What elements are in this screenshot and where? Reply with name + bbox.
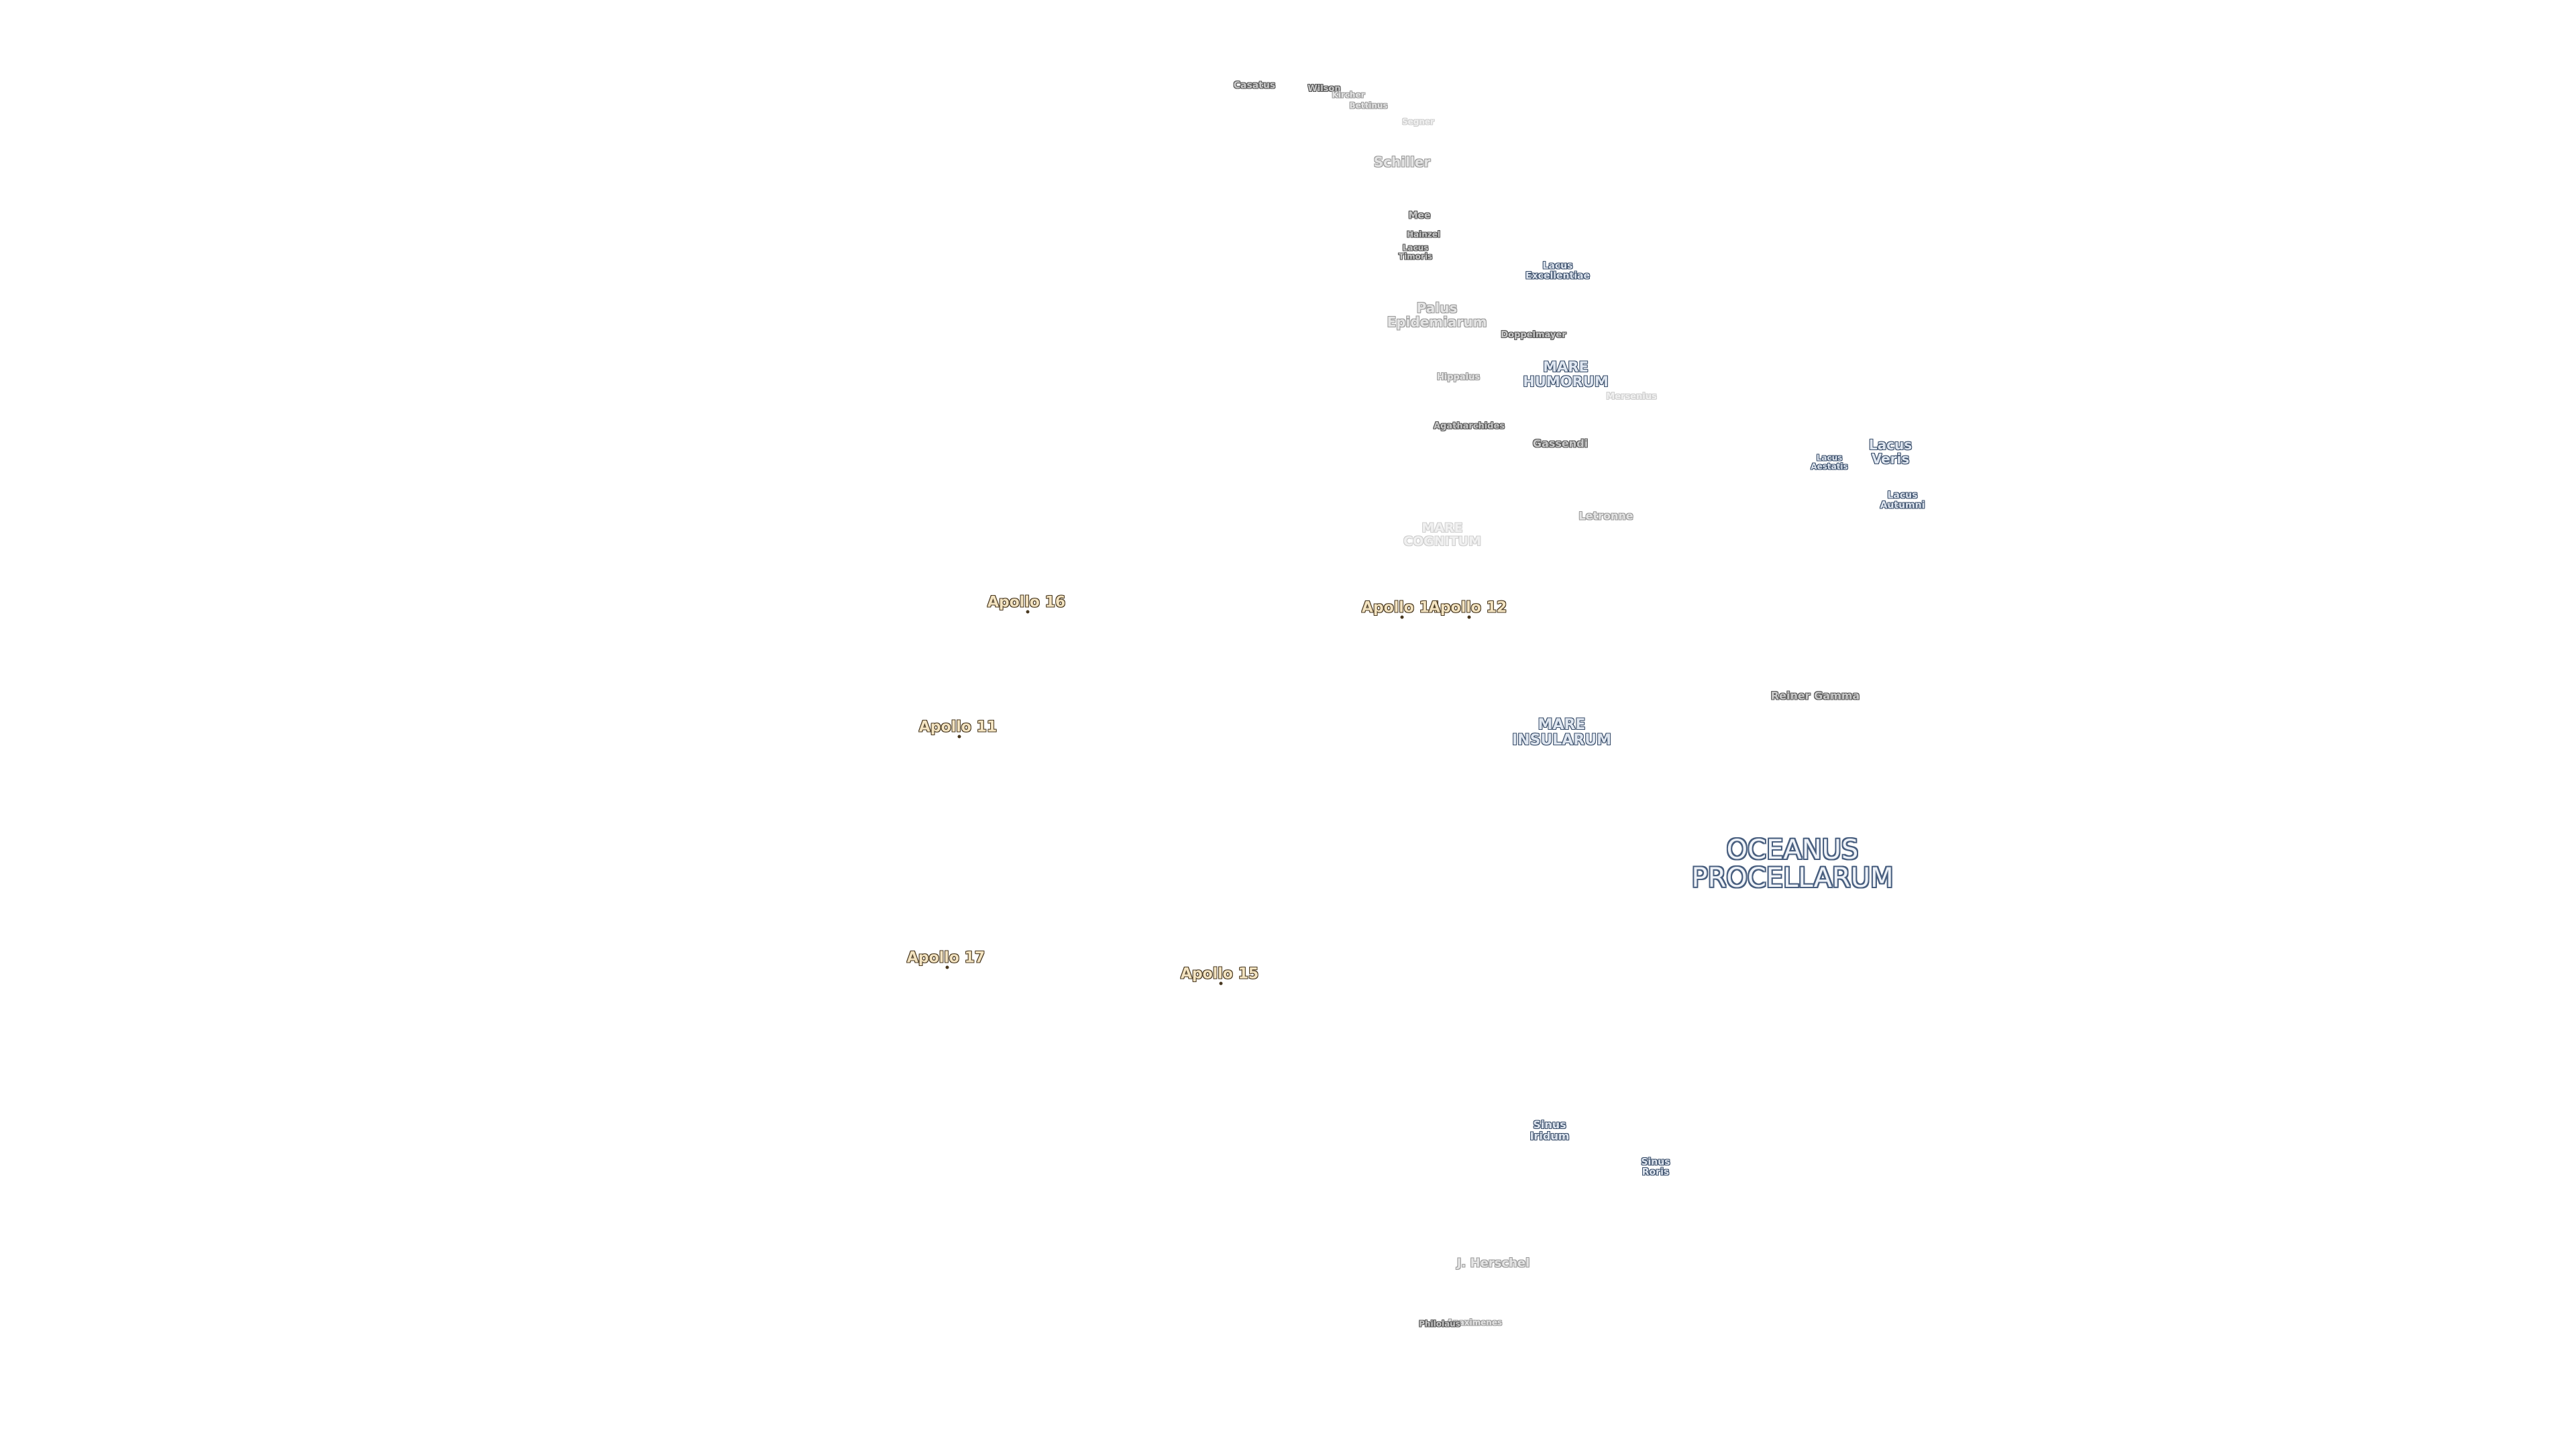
label-letronne: Letronne (1578, 509, 1633, 523)
label-agatharchides: Agatharchides (1433, 421, 1505, 432)
label-doppelmayer: Doppelmayer (1501, 330, 1566, 341)
label-lacus-autumni: Lacus Autumni (1880, 490, 1925, 511)
label-kircher: Kircher (1332, 90, 1365, 100)
label-schiller: Schiller (1373, 154, 1431, 170)
apollo-15-marker-icon[interactable] (1219, 981, 1223, 985)
label-lacus-timoris: Lacus Timoris (1398, 243, 1433, 261)
apollo-11-marker-icon[interactable] (957, 735, 961, 739)
apollo-12-label[interactable]: Apollo 12 (1428, 599, 1507, 616)
label-lacus-veris: Lacus Veris (1868, 437, 1913, 467)
apollo-16-label[interactable]: Apollo 16 (987, 594, 1066, 611)
apollo-14-marker-icon[interactable] (1400, 615, 1404, 619)
label-hainzel: Hainzel (1406, 229, 1441, 239)
label-lacus-aestatis: Lacus Aestatis (1811, 453, 1848, 471)
apollo-12-marker-icon[interactable] (1467, 615, 1471, 619)
label-palus-epidemiarum: Palus Epidemiarum (1387, 300, 1487, 330)
apollo-17-marker-icon[interactable] (945, 965, 949, 969)
apollo-15-label[interactable]: Apollo 15 (1180, 965, 1259, 983)
label-mare-insularum: MARE INSULARUM (1511, 716, 1612, 749)
apollo-14-label[interactable]: Apollo 14 (1361, 599, 1440, 616)
label-mare-cognitum: MARE COGNITUM (1403, 521, 1481, 549)
apollo-16-marker-icon[interactable] (1026, 610, 1030, 614)
label-wilson: Wilson (1307, 84, 1341, 95)
label-mersenius: Mersenius (1606, 392, 1657, 402)
label-segner: Segner (1402, 117, 1434, 127)
label-gassendi: Gassendi (1532, 437, 1589, 450)
label-bettinus: Bettinus (1349, 101, 1388, 111)
label-philolaus: Philolaus (1419, 1319, 1460, 1329)
label-anaximenes: Anaximenes (1446, 1318, 1503, 1328)
apollo-17-label[interactable]: Apollo 17 (906, 949, 985, 967)
label-lacus-excellentiae: Lacus Excellentiae (1525, 260, 1590, 281)
label-casatus: Casatus (1233, 80, 1276, 91)
label-sinus-iridum: Sinus Iridum (1529, 1118, 1570, 1142)
label-mee: Mee (1408, 210, 1431, 221)
label-reiner-gamma: Reiner Gamma (1770, 689, 1860, 702)
label-oceanus-procellarum: OCEANUS PROCELLARUM (1691, 835, 1894, 894)
label-j-herschel: J. Herschel (1456, 1256, 1530, 1271)
label-sinus-roris: Sinus Roris (1641, 1157, 1670, 1177)
label-hippalus: Hippalus (1436, 372, 1481, 383)
apollo-11-label[interactable]: Apollo 11 (918, 718, 998, 736)
label-mare-humorum: MARE HUMORUM (1523, 358, 1609, 390)
